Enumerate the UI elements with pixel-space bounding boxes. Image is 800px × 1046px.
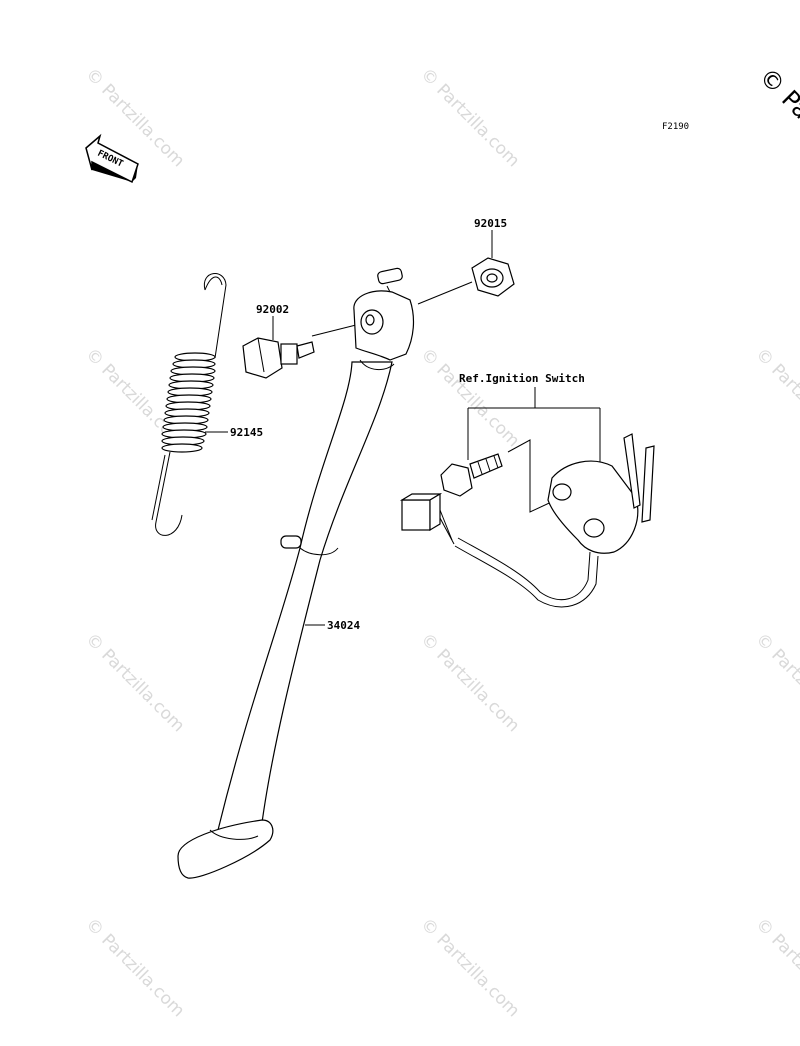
watermark: © Partzilla.com [81,629,188,736]
switch-wire [457,537,591,601]
assembly-line [311,323,361,337]
bolt-92002 [242,337,315,379]
watermark: © Partzilla.com [751,344,800,451]
watermark: © Partzilla.com [751,629,800,736]
callout-92015: 92015 [474,217,507,230]
figure-code: F2190 [662,122,689,132]
watermark: © Partzilla.com [416,64,523,171]
watermark: © Partzilla.com [751,914,800,1021]
watermark: © Partzilla.com [81,914,188,1021]
spring-92145 [151,273,227,536]
watermark: © Partzilla.com [416,629,523,736]
assembly-line [417,281,473,305]
switch-bolt [440,453,503,497]
callout-34024: 34024 [327,619,360,632]
watermark: © Partzilla.com [416,344,523,451]
wire-connector [399,492,455,545]
callout-92002: 92002 [256,303,289,316]
side-stand-34024 [177,290,415,879]
switch-wire [454,545,599,608]
assembly-line [507,439,561,513]
ref-ignition-switch-label: Ref.Ignition Switch [459,372,585,385]
corner-watermark: © Pa [754,62,800,124]
watermark: © Partzilla.com [416,914,523,1021]
nut-92015 [471,257,515,297]
front-arrow-icon: FRONT [85,133,139,184]
callout-92145: 92145 [230,426,263,439]
side-stand-switch [547,433,655,554]
ref-bracket [467,387,601,462]
